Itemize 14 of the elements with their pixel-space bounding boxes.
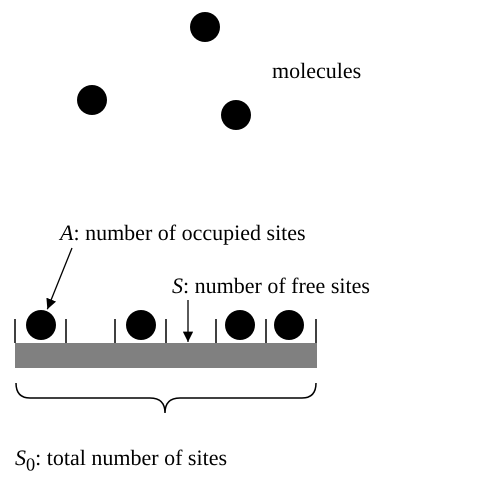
gas-molecule [77, 85, 107, 115]
adsorbed-molecule [274, 310, 304, 340]
surface-bar [15, 343, 317, 368]
total-sites-label: S$_{0}$: total number of sites [15, 447, 228, 474]
adsorbed-molecule [26, 310, 56, 340]
molecules-label: molecules [272, 60, 362, 82]
site-caption: S: number of free sites [172, 275, 370, 297]
adsorbed-molecule [225, 310, 255, 340]
gas-molecule [221, 100, 251, 130]
site-caption: A: number of occupied sites [60, 222, 306, 244]
adsorbed-molecule [126, 310, 156, 340]
leader-arrow [182, 300, 194, 342]
gas-molecule [190, 12, 220, 42]
leader-arrow [46, 248, 73, 310]
